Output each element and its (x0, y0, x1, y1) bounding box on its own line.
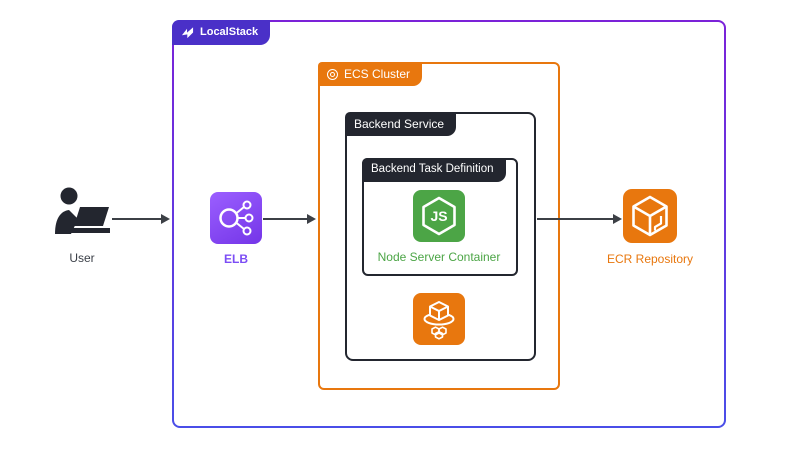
ecs-cluster-badge: ECS Cluster (318, 62, 423, 86)
arrow-backend-service-to-ecr (537, 214, 622, 224)
ecr-repository-label: ECR Repository (606, 252, 694, 266)
svg-text:JS: JS (430, 208, 447, 224)
arrow-elb-to-ecs-cluster (263, 214, 316, 224)
localstack-badge: LocalStack (172, 20, 271, 45)
backend-task-definition-badge-label: Backend Task Definition (371, 163, 494, 175)
load-balancer-icon (210, 192, 262, 244)
ecs-service-icon (413, 293, 465, 345)
backend-service-badge: Backend Service (345, 112, 457, 136)
backend-task-definition-badge: Backend Task Definition (362, 158, 506, 182)
nodejs-icon: JS (413, 190, 465, 242)
ecs-cluster-icon (327, 68, 338, 80)
localstack-logo-icon (181, 26, 194, 39)
elb-label: ELB (224, 252, 248, 266)
user-label: User (69, 251, 95, 265)
ecs-cluster-badge-label: ECS Cluster (344, 67, 411, 81)
localstack-badge-label: LocalStack (200, 26, 259, 38)
arrow-user-to-localstack (112, 214, 170, 224)
ecr-repository-icon (623, 189, 677, 243)
backend-service-badge-label: Backend Service (354, 117, 445, 131)
node-server-container-label: Node Server Container (377, 250, 501, 264)
person-at-laptop-icon (52, 186, 112, 242)
